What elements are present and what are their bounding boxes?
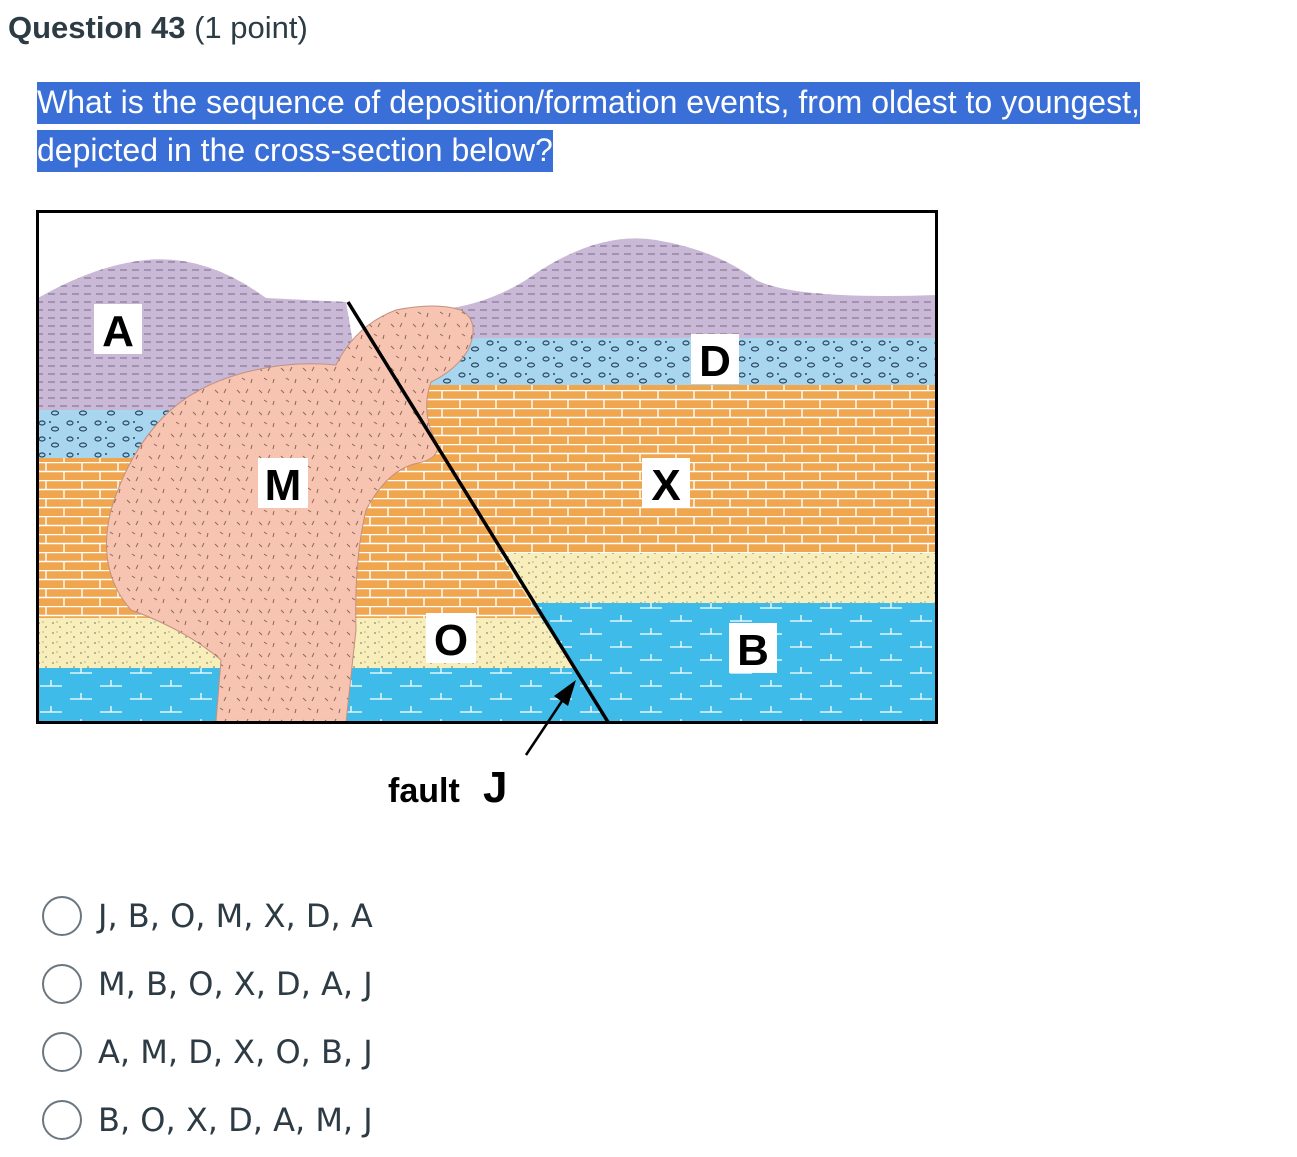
answer-option-label: B, O, X, D, A, M, J	[98, 1101, 373, 1139]
svg-text:O: O	[434, 616, 468, 665]
svg-text:A: A	[102, 307, 134, 356]
radio-button[interactable]	[42, 1032, 82, 1072]
label-x: X	[642, 458, 690, 510]
figure-border	[36, 210, 938, 724]
answer-option-label: A, M, D, X, O, B, J	[98, 1033, 373, 1071]
label-a: A	[94, 304, 142, 356]
answer-option-2[interactable]: M, B, O, X, D, A, J	[42, 950, 373, 1018]
label-b: B	[729, 623, 777, 675]
answer-option-label: M, B, O, X, D, A, J	[98, 965, 373, 1003]
fault-arrow	[524, 680, 576, 756]
svg-text:M: M	[265, 461, 302, 510]
label-o: O	[426, 613, 476, 665]
radio-button[interactable]	[42, 1100, 82, 1140]
fault-line-j	[346, 301, 610, 722]
question-header: Question 43 (1 point)	[8, 10, 308, 46]
question-prompt-text: What is the sequence of deposition/forma…	[37, 82, 1140, 172]
fault-label: fault	[388, 772, 460, 810]
answer-option-label: J, B, O, M, X, D, A	[98, 897, 373, 935]
svg-text:B: B	[737, 626, 769, 675]
answer-option-3[interactable]: A, M, D, X, O, B, J	[42, 1018, 373, 1086]
answer-options: J, B, O, M, X, D, A M, B, O, X, D, A, J …	[42, 882, 373, 1154]
layer-m-intrusion	[106, 305, 474, 722]
answer-option-1[interactable]: J, B, O, M, X, D, A	[42, 882, 373, 950]
question-title: Question 43	[8, 10, 186, 45]
radio-button[interactable]	[42, 896, 82, 936]
question-points: (1 point)	[194, 10, 308, 45]
svg-text:D: D	[699, 337, 731, 386]
layer-a-shale-right	[438, 238, 936, 352]
geologic-cross-section-figure: A M D X O B fault J	[36, 210, 938, 810]
answer-option-4[interactable]: B, O, X, D, A, M, J	[42, 1086, 373, 1154]
svg-text:X: X	[651, 461, 680, 510]
radio-button[interactable]	[42, 964, 82, 1004]
strata-layers	[38, 238, 936, 722]
label-m: M	[258, 458, 308, 510]
fault-letter: J	[483, 763, 507, 810]
question-prompt: What is the sequence of deposition/forma…	[37, 78, 1255, 174]
label-d: D	[691, 334, 739, 386]
